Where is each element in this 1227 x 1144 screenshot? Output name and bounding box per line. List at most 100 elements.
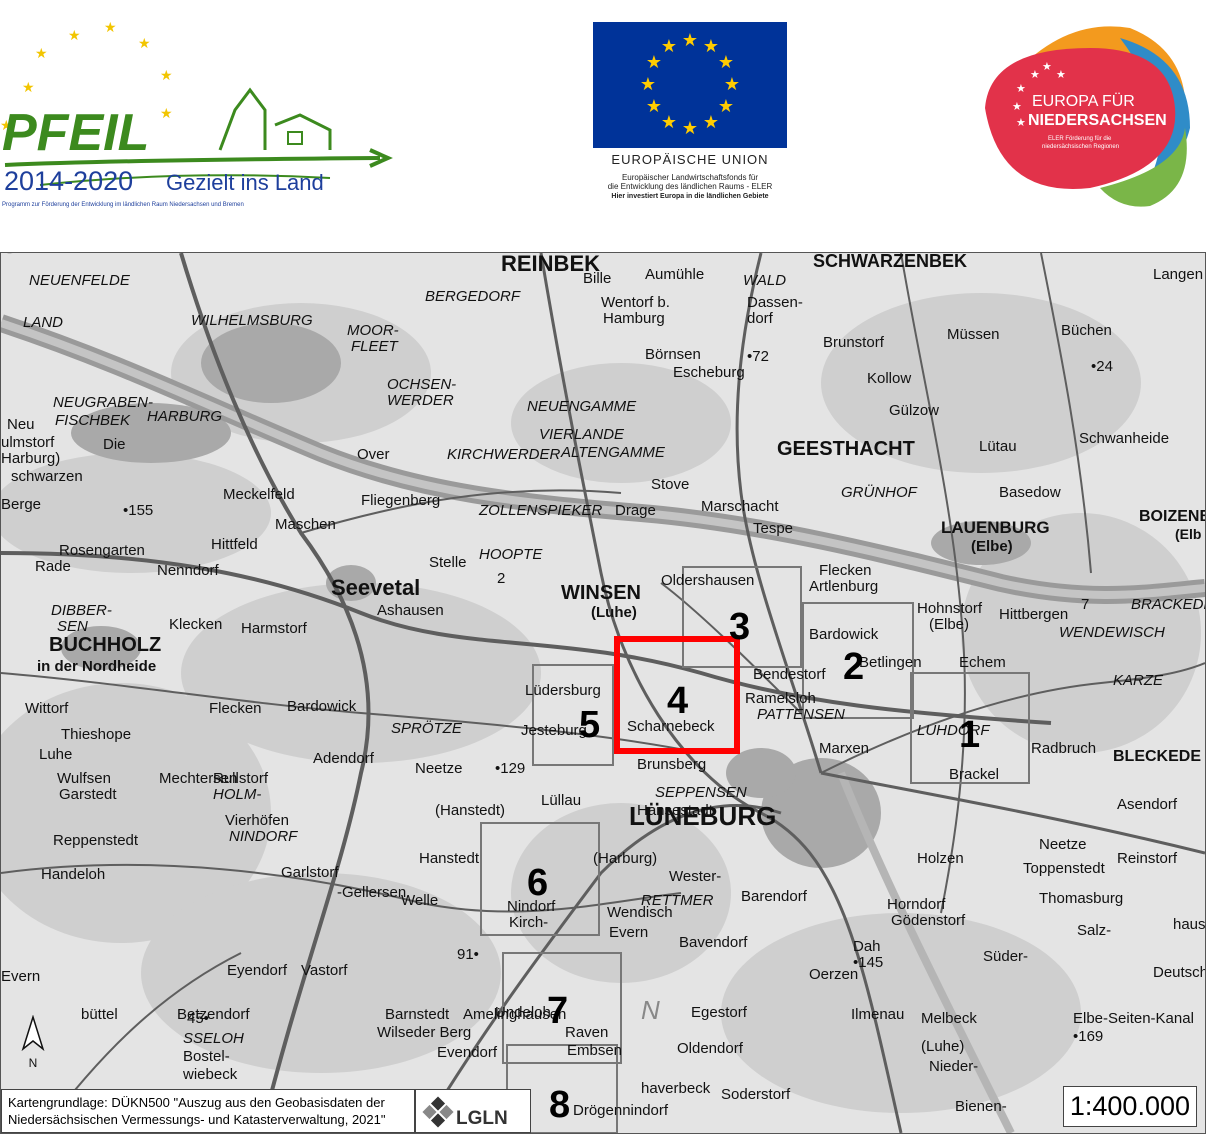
area-number-1[interactable]: 1 (959, 714, 980, 756)
place-label-major: Seevetal (331, 575, 420, 600)
place-label: Wester- (669, 868, 721, 885)
area-outline-1[interactable] (910, 672, 1030, 784)
place-label: Wendisch (607, 904, 673, 921)
eu-flag: ★★★ ★★★ ★★★ ★★★ EUROPÄISCHE UNION Europä… (593, 22, 787, 200)
place-label: Bardowick (287, 698, 357, 715)
place-label: Barnstedt (385, 1006, 450, 1023)
area-number-7[interactable]: 7 (547, 990, 568, 1032)
place-label-major: BOIZENB (1139, 508, 1205, 525)
place-label: Horndorf (887, 896, 946, 913)
place-label: Betzendorf (177, 1006, 250, 1023)
eu-line3: Hier investiert Europa in die ländlichen… (611, 193, 768, 200)
area-numbers: 1 2 34 5 6 7 8 (527, 606, 980, 1126)
place-label: •145 (853, 954, 883, 971)
place-label: Müssen (947, 326, 1000, 343)
svg-text:★: ★ (718, 96, 734, 116)
svg-text:★: ★ (640, 74, 656, 94)
area-number-4[interactable]: 4 (667, 680, 688, 722)
place-label: Scharnebeck (627, 718, 715, 735)
place-label: Jesteburg (521, 722, 587, 739)
area-outline-5[interactable] (532, 664, 614, 766)
place-label: Hittfeld (211, 536, 258, 553)
place-label: Rosengarten (59, 542, 145, 559)
place-label: Luhe (39, 746, 72, 763)
place-label: KARZE (1113, 672, 1164, 689)
area-outline-3[interactable] (682, 566, 802, 668)
area-outline-7[interactable] (502, 952, 622, 1064)
place-label: •155 (123, 502, 153, 519)
area-number-2[interactable]: 2 (843, 646, 864, 688)
place-label-major: in der Nordheide (37, 658, 156, 675)
place-label: Meckelfeld (223, 486, 295, 503)
place-label: WILHELMSBURG (191, 312, 313, 329)
map-scale: 1:400.000 (1062, 1086, 1197, 1127)
pfeil-wordmark: PFEIL (2, 104, 149, 162)
svg-text:★: ★ (68, 27, 81, 43)
place-label: ALTENGAMME (560, 444, 666, 461)
map-roads (1, 253, 1205, 1133)
north-arrow-icon: N (21, 1014, 45, 1070)
area-outline-6[interactable] (480, 822, 600, 936)
place-label: Rullstorf (213, 770, 269, 787)
place-label: Flecken (819, 562, 872, 579)
place-label: B (1, 253, 18, 259)
place-label: Hansestadt (637, 802, 714, 819)
place-label: Bienen- (955, 1098, 1007, 1115)
place-label: U (1, 253, 20, 259)
place-label: Flecken (209, 700, 262, 717)
place-label: N (641, 995, 660, 1025)
svg-text:★: ★ (1012, 101, 1022, 113)
place-label: Marschacht (701, 498, 779, 515)
place-label: Bendestorf (753, 666, 826, 683)
place-label: Bille (583, 270, 611, 287)
place-label: ZOLLENSPIEKER (478, 502, 603, 519)
place-label: Neetze (415, 760, 463, 777)
place-label: Brackel (949, 766, 999, 783)
place-label-major: LÜNEBURG (629, 801, 776, 831)
place-label: Harmstorf (241, 620, 308, 637)
place-label: WALD (743, 272, 786, 289)
svg-text:★: ★ (35, 45, 48, 61)
area-number-3[interactable]: 3 (729, 606, 750, 648)
place-label: Betlingen (859, 654, 922, 671)
place-label: Wilseder Berg (377, 1024, 471, 1041)
area-number-8[interactable]: 8 (549, 1084, 570, 1126)
svg-text:★: ★ (1056, 69, 1066, 81)
place-label: LUHDORF (917, 722, 990, 739)
svg-text:★: ★ (22, 79, 35, 95)
place-label: Lüdersburg (525, 682, 601, 699)
area-outline-2[interactable] (802, 602, 914, 719)
svg-text:★: ★ (724, 74, 740, 94)
place-label: •72 (747, 348, 769, 365)
place-label-major: SCHWARZENBEK (813, 253, 967, 271)
place-label: HARBURG (147, 408, 222, 425)
highlighted-area-4[interactable] (614, 636, 740, 754)
place-label: Echem (959, 654, 1006, 671)
place-label: 45• (187, 1010, 209, 1027)
place-label: Escheburg (673, 364, 745, 381)
nds-graphic: ★★★ ★★★ EUROPA FÜR NIEDERSACHSEN ELER Fö… (985, 26, 1190, 207)
place-label: Garstedt (59, 786, 117, 803)
place-label: Kirch- (509, 914, 548, 931)
place-label: G (1, 253, 21, 259)
place-label: Mechtersen (159, 770, 237, 787)
area-number-5[interactable]: 5 (579, 704, 600, 746)
place-label: (Elbe) (929, 616, 969, 633)
svg-text:★: ★ (1016, 117, 1026, 129)
place-label: Neetze (1039, 836, 1087, 853)
place-label: Holzen (917, 850, 964, 867)
place-label: Fliegenberg (361, 492, 440, 509)
place-label: Melbeck (921, 1010, 977, 1027)
pfeil-logo-graphic: ★★ ★★ ★★ ★★ PFEIL 2014-2020 Gezielt ins … (0, 19, 393, 208)
area-number-6[interactable]: 6 (527, 862, 548, 904)
svg-text:★: ★ (661, 112, 677, 132)
place-label: HOOPTE (479, 546, 543, 563)
place-label-major: (Elbe) (971, 538, 1013, 555)
place-label: Amelinghausen (463, 1006, 566, 1023)
place-label: Lütau (979, 438, 1017, 455)
place-label: Adendorf (313, 750, 375, 767)
place-label: Oldershausen (661, 572, 754, 589)
place-label: Evendorf (437, 1044, 498, 1061)
